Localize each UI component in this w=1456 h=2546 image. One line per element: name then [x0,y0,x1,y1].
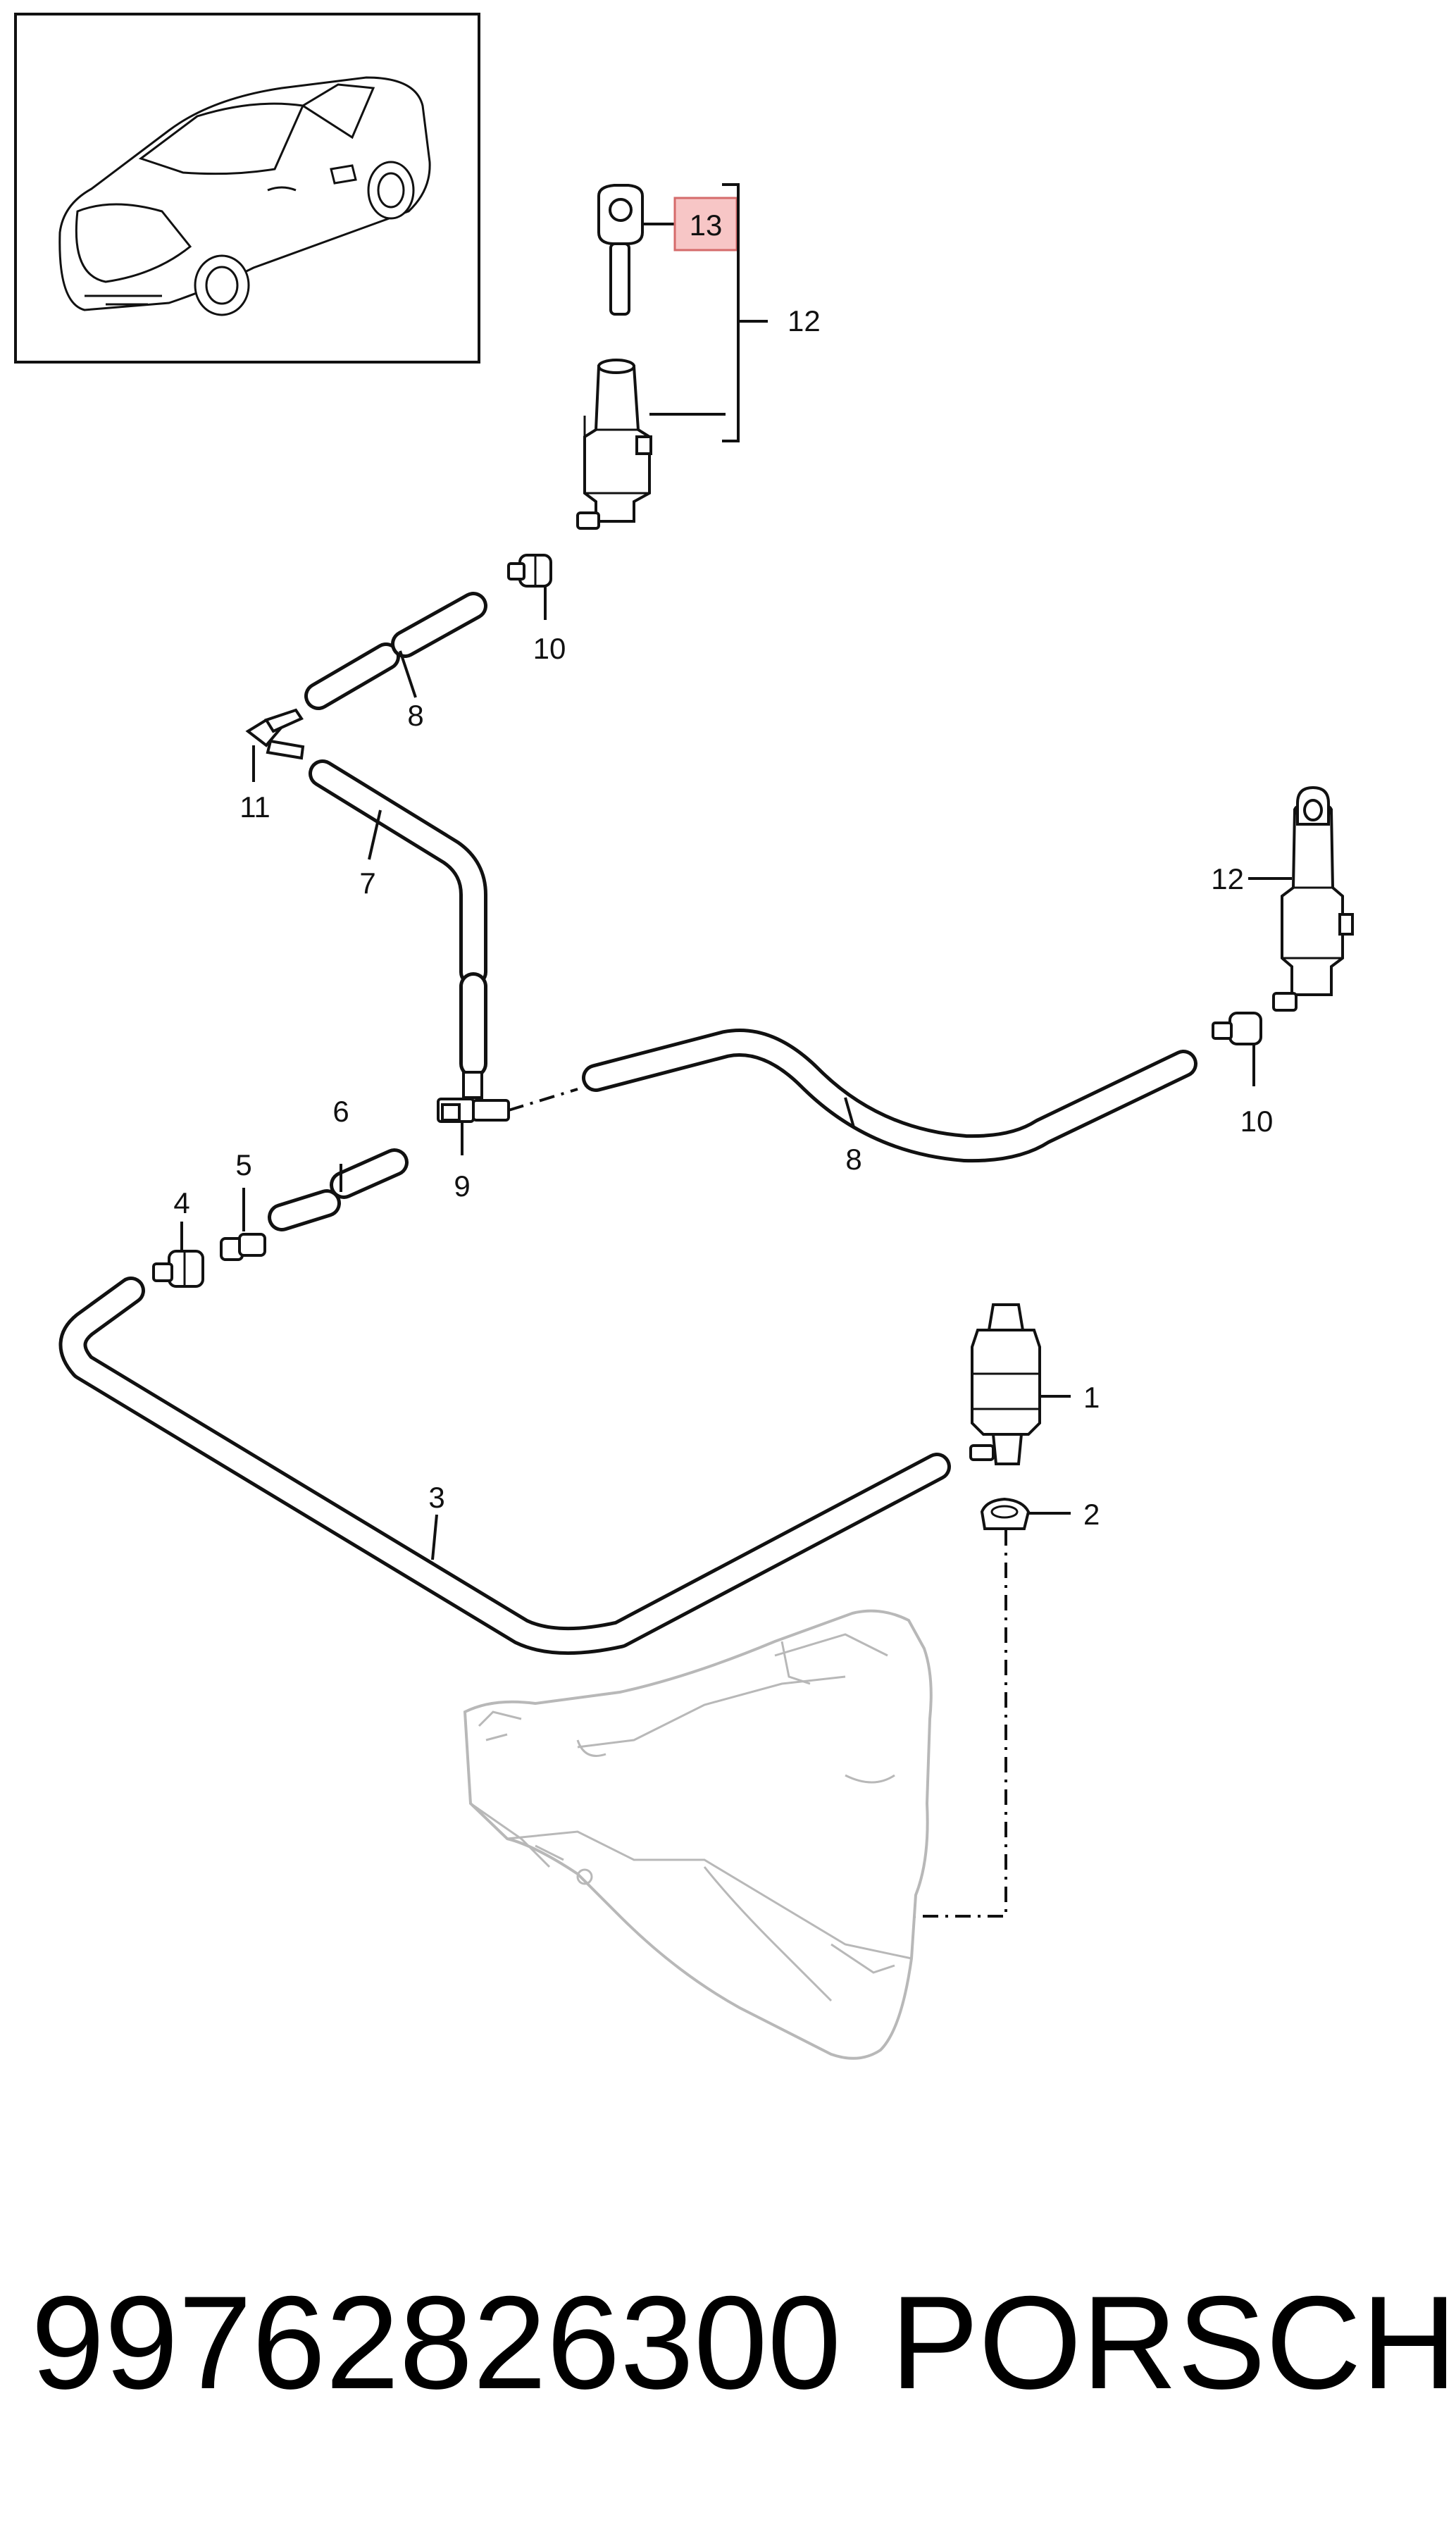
part-5 [220,1233,266,1261]
callout-12-top: 12 [788,304,821,337]
callout-7: 7 [359,867,375,900]
part-9 [437,1071,510,1123]
part-11 [245,708,305,760]
callout-2: 2 [1083,1498,1100,1531]
brand-label: PORSCHE [890,2268,1456,2416]
callout-8-top: 8 [407,699,423,732]
part-13 [597,184,644,316]
part-7 [309,759,487,1078]
callout-6: 6 [332,1095,349,1128]
part-6 [268,1148,409,1231]
car-illustration [58,76,431,316]
part-12-top [576,359,652,530]
callout-11: 11 [239,790,270,824]
washer-reservoir [463,1609,933,2060]
callout-3: 3 [428,1481,444,1514]
part-8-top [304,592,487,710]
part-12-right [1272,785,1354,1012]
part-3 [58,1277,951,1656]
part-8-right [582,1029,1197,1163]
callout-12-right: 12 [1211,862,1244,895]
callout-10-top: 10 [533,632,566,665]
part-2 [980,1497,1031,1530]
part-number-label: 99762826300 [31,2268,841,2416]
callout-13: 13 [690,209,723,242]
callout-5: 5 [235,1148,251,1181]
part-4 [152,1250,204,1288]
part-1 [969,1303,1041,1465]
part-10-top [507,554,552,588]
vehicle-thumbnail [14,13,480,364]
callout-8-right: 8 [845,1143,861,1176]
callout-9: 9 [454,1169,470,1203]
callout-10-right: 10 [1240,1105,1274,1138]
part-10-right [1212,1012,1262,1045]
callout-1: 1 [1083,1381,1100,1414]
callout-13-highlight [673,197,738,252]
callout-4: 4 [173,1186,189,1219]
